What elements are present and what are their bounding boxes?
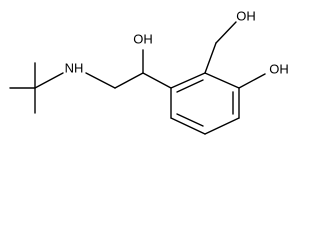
chemical-structure: NH OH OH OH xyxy=(9,8,289,135)
ring-bond-5 xyxy=(170,117,206,135)
nh-label: NH xyxy=(65,60,84,75)
ring-inner-bond-3 xyxy=(176,113,204,127)
hydroxyl-label-upper-right: OH xyxy=(236,8,256,23)
bond-ring-ch2oh xyxy=(204,42,217,74)
bond-ring-oh xyxy=(238,73,266,89)
bond-choh-ring xyxy=(142,72,172,89)
ring-inner-bond-1 xyxy=(176,79,204,93)
bond-tbutyl-nh xyxy=(34,72,64,89)
ring-bond-4 xyxy=(204,117,240,135)
bond-ch2-oh xyxy=(215,21,237,44)
bond-nh-ch2 xyxy=(85,72,116,89)
hydroxyl-label-top: OH xyxy=(133,31,153,46)
bond-ch2-choh xyxy=(114,72,144,89)
ring-bond-2 xyxy=(204,72,240,89)
structure-canvas: NH OH OH OH xyxy=(9,8,289,135)
ring-bond-1 xyxy=(170,72,206,89)
hydroxyl-label-right: OH xyxy=(269,61,289,76)
